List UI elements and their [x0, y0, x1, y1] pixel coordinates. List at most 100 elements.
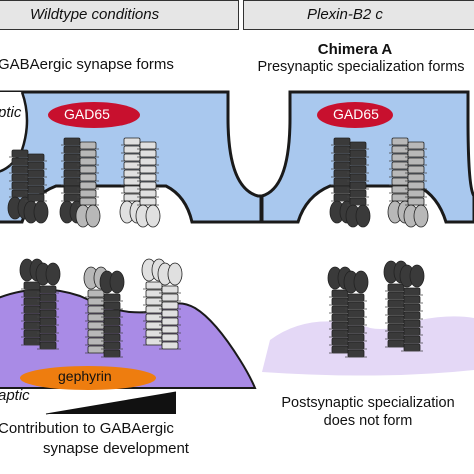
- postsyn-protein-right-2-b-block: [403, 335, 421, 344]
- presyn-protein-right-1-a-block: [333, 137, 351, 146]
- presyn-protein-left-2-b-block: [79, 181, 97, 190]
- presyn-protein-right-1-a-block: [333, 185, 351, 194]
- presyn-protein-right-2-b-oval: [413, 204, 429, 228]
- presyn-protein-left-2-b-block: [79, 149, 97, 158]
- presyn-protein-right-2-b-block: [407, 157, 425, 166]
- postsyn-protein-right-1-b-block: [347, 349, 365, 358]
- postsyn-protein-right-1-b-block: [347, 301, 365, 310]
- postsyn-protein-left-1-b-block: [39, 301, 57, 310]
- presyn-protein-left-1-a-block: [11, 181, 29, 190]
- postsyn-protein-left-3-a-block: [145, 297, 163, 306]
- postsyn-protein-right-2-a-block: [387, 283, 405, 292]
- presyn-protein-left-3-b-block: [139, 181, 157, 190]
- presyn-protein-left-2-b-block: [79, 173, 97, 182]
- presyn-protein-left-3-b-block: [139, 141, 157, 150]
- postsyn-protein-left-2-b-block: [103, 309, 121, 318]
- postsyn-protein-right-1-b-block: [347, 333, 365, 342]
- postsyn-protein-right-2-a-block: [387, 315, 405, 324]
- postsyn-protein-left-3-b-block: [161, 293, 179, 302]
- postsyn-protein-left-3-a-block: [145, 329, 163, 338]
- presyn-protein-right-2-a-block: [391, 161, 409, 170]
- presyn-protein-left-1-b-block: [27, 177, 45, 186]
- panel-header-plexin: Plexin-B2 c: [243, 0, 474, 30]
- presyn-protein-left-2-a-block: [63, 185, 81, 194]
- postsyn-protein-left-1-a-block: [23, 329, 41, 338]
- postsyn-protein-right-2-b-oval: [409, 264, 425, 288]
- presyn-protein-left-2-b-block: [79, 141, 97, 150]
- presyn-protein-left-1-a-block: [11, 173, 29, 182]
- panel-header-wildtype-text: Wildtype conditions: [30, 6, 160, 23]
- presyn-protein-left-1-b-block: [27, 169, 45, 178]
- postsyn-protein-left-3-b-block: [161, 325, 179, 334]
- postsyn-protein-left-1-b-block: [39, 341, 57, 350]
- presyn-protein-left-3-a-block: [123, 145, 141, 154]
- postsyn-protein-right-1-b-block: [347, 293, 365, 302]
- gad65-label-right: GAD65: [333, 106, 379, 122]
- postsyn-protein-left-3-a-block: [145, 321, 163, 330]
- postsyn-protein-right-1-b-oval: [353, 270, 369, 294]
- presyn-protein-left-3-b-block: [139, 189, 157, 198]
- postsyn-protein-left-3-b-block: [161, 309, 179, 318]
- presyn-protein-right-2-b-block: [407, 181, 425, 190]
- presyn-protein-right-1-a-block: [333, 145, 351, 154]
- presyn-protein-right-1-a-block: [333, 193, 351, 202]
- presyn-protein-left-2-b-block: [79, 165, 97, 174]
- gradient-caption-1: Contribution to GABAergic: [0, 420, 174, 437]
- presyn-protein-left-2-a-block: [63, 145, 81, 154]
- presyn-protein-left-3-b-block: [139, 149, 157, 158]
- presyn-protein-right-1-b-block: [349, 197, 367, 206]
- bottom-caption-1: Postsynaptic specialization: [281, 395, 455, 411]
- presyn-protein-right-1-a-block: [333, 169, 351, 178]
- postsyn-protein-right-2-b-block: [403, 303, 421, 312]
- postsyn-protein-right-2-b-block: [403, 287, 421, 296]
- presyn-protein-right-2-b-block: [407, 189, 425, 198]
- presyn-protein-left-3-b-block: [139, 197, 157, 206]
- postsyn-protein-right-1-a-block: [331, 321, 349, 330]
- postsyn-protein-right-2-a-block: [387, 291, 405, 300]
- postsyn-protein-left-1-b-block: [39, 285, 57, 294]
- postsyn-protein-left-1-a-block: [23, 297, 41, 306]
- postsyn-protein-left-2-a-block: [87, 313, 105, 322]
- presyn-protein-left-3-a-block: [123, 137, 141, 146]
- postsyn-protein-right-1-b-block: [347, 317, 365, 326]
- presyn-protein-right-1-b-block: [349, 141, 367, 150]
- presyn-protein-left-1-b-block: [27, 185, 45, 194]
- postsyn-protein-left-2-b-block: [103, 325, 121, 334]
- postsyn-protein-left-1-b-block: [39, 293, 57, 302]
- postsyn-protein-left-2-a-block: [87, 305, 105, 314]
- postsyn-protein-left-2-b-block: [103, 317, 121, 326]
- postsyn-protein-right-1-a-block: [331, 289, 349, 298]
- presyn-protein-right-2-b-block: [407, 141, 425, 150]
- presyn-cut-label: ptic: [0, 104, 22, 121]
- presyn-protein-left-3-a-block: [123, 193, 141, 202]
- gradient-caption-2: synapse development: [43, 440, 189, 457]
- postsyn-protein-right-2-b-block: [403, 327, 421, 336]
- postsyn-protein-right-1-a-block: [331, 297, 349, 306]
- postsyn-protein-left-3-a-block: [145, 289, 163, 298]
- presyn-protein-left-2-b-block: [79, 157, 97, 166]
- presyn-protein-left-1-b-block: [27, 193, 45, 202]
- gephyrin-label: gephyrin: [58, 368, 112, 384]
- presyn-protein-left-1-a-block: [11, 189, 29, 198]
- presyn-protein-right-1-a-block: [333, 177, 351, 186]
- presyn-protein-left-2-a-block: [63, 137, 81, 146]
- chimera-title: Chimera A: [317, 41, 393, 58]
- postsyn-protein-left-1-b-block: [39, 325, 57, 334]
- postsyn-protein-left-2-b-block: [103, 293, 121, 302]
- presyn-protein-left-2-b-block: [79, 189, 97, 198]
- presyn-protein-right-1-b-block: [349, 173, 367, 182]
- postsyn-protein-left-2-a-block: [87, 297, 105, 306]
- presyn-protein-left-2-b-block: [79, 197, 97, 206]
- presyn-protein-left-2-b-oval: [85, 204, 101, 228]
- presyn-protein-left-1-a-block: [11, 165, 29, 174]
- presyn-protein-left-1-a-block: [11, 157, 29, 166]
- presyn-protein-left-3-a-block: [123, 169, 141, 178]
- panel-header-plexin-text: Plexin-B2 c: [307, 6, 383, 23]
- presyn-protein-right-2-a-block: [391, 137, 409, 146]
- postsyn-protein-left-3-b-block: [161, 341, 179, 350]
- postsyn-protein-left-1-b-block: [39, 309, 57, 318]
- postsyn-protein-left-2-a-block: [87, 345, 105, 354]
- postsyn-protein-right-1-a-block: [331, 337, 349, 346]
- postsynaptic-membrane-right: [262, 316, 474, 376]
- gad65-label-left: GAD65: [64, 106, 110, 122]
